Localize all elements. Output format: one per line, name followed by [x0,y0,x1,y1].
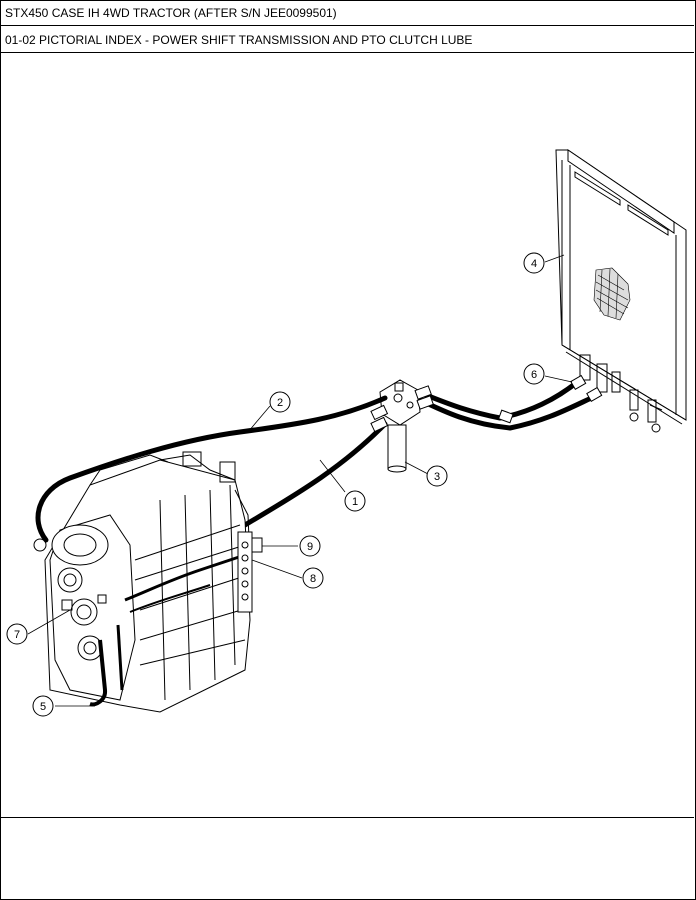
footer-divider [0,817,694,818]
transmission-housing [33,451,263,713]
callout-3: 3 [426,465,448,487]
callout-1: 1 [344,490,366,512]
svg-text:6: 6 [531,369,537,381]
svg-text:2: 2 [277,397,283,409]
transmission-lube-diagram: 1 2 3 4 5 6 7 8 9 [6,149,687,717]
callout-2: 2 [269,391,291,413]
oil-filter [379,379,421,473]
callout-9: 9 [299,535,321,557]
callout-6: 6 [523,363,545,385]
svg-text:5: 5 [40,701,46,713]
callout-7: 7 [6,623,28,645]
callout-8: 8 [302,567,324,589]
leader-lines [27,254,573,707]
svg-text:1: 1 [352,496,358,508]
svg-text:7: 7 [14,629,20,641]
document-title: STX450 CASE IH 4WD TRACTOR (AFTER S/N JE… [0,0,694,26]
cooler-core-pattern [593,267,631,321]
svg-text:8: 8 [310,573,316,585]
callout-4: 4 [523,252,545,274]
section-title: 01-02 PICTORIAL INDEX - POWER SHIFT TRAN… [0,27,694,53]
callout-5: 5 [32,695,54,717]
svg-text:3: 3 [434,471,440,483]
svg-text:9: 9 [307,541,313,553]
oil-cooler [555,149,687,433]
svg-text:4: 4 [531,258,537,270]
